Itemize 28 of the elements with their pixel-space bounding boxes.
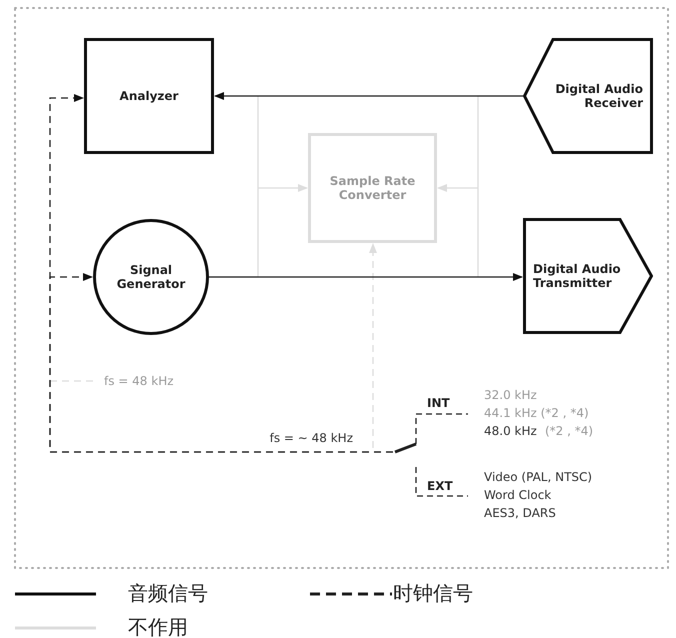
frequency-label: Word Clock	[484, 488, 552, 502]
legend-label: 不作用	[128, 615, 188, 638]
frequency-label: AES3, DARS	[484, 506, 556, 520]
node-label: Signal Generator	[116, 263, 186, 291]
switch-drawing	[393, 412, 470, 498]
block-box	[308, 133, 437, 243]
switch-label: EXT	[427, 479, 453, 493]
node-label: Sample Rate Converter	[328, 174, 416, 202]
generator-circle	[93, 219, 209, 335]
switch-label: INT	[427, 396, 450, 410]
node-label: Digital Audio Receiver	[554, 82, 643, 110]
frequency-label: Video (PAL, NTSC)	[484, 470, 592, 484]
frequency-label: fs = 48 kHz	[104, 374, 174, 388]
block-box	[84, 38, 214, 154]
frequency-label: 44.1 kHz (*2 , *4)	[484, 406, 589, 420]
legend-label: 时钟信号	[393, 581, 473, 605]
output-pentagon	[523, 218, 653, 334]
node-label: Analyzer	[120, 89, 178, 103]
frequency-label: (*2 , *4)	[545, 424, 594, 438]
connector-arrow	[214, 92, 523, 100]
legend-label: 音频信号	[128, 581, 208, 605]
clock-arrow	[49, 273, 393, 453]
input-pentagon	[523, 38, 653, 154]
frequency-label: 32.0 kHz	[484, 388, 537, 402]
node-label: Digital Audio Transmitter	[533, 262, 622, 290]
frequency-label: fs = ~ 48 kHz	[270, 431, 353, 445]
connector-arrow	[209, 273, 523, 281]
frequency-label: 48.0 kHz	[484, 424, 537, 438]
